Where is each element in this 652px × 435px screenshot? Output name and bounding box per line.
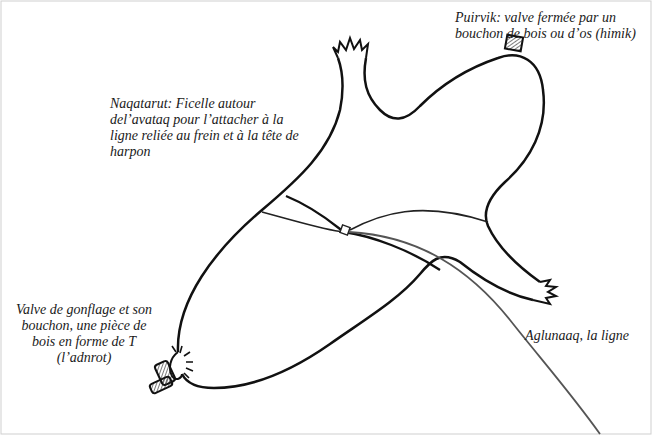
lashing-cord [262, 211, 488, 232]
hind-flipper [333, 38, 368, 58]
inflation-valve [149, 346, 193, 394]
cord-knot [340, 225, 350, 235]
front-flipper [533, 280, 556, 304]
callout-label: Aglunaaq, la ligne [522, 328, 632, 344]
callout-label: Valve de gonflage et son bouchon, une pi… [14, 302, 154, 366]
callout-label: Naqatarut: Ficelle autour del’avataq pou… [110, 96, 310, 160]
callout-label: Puirvik: valve fermée par un bouchon de … [455, 10, 647, 42]
